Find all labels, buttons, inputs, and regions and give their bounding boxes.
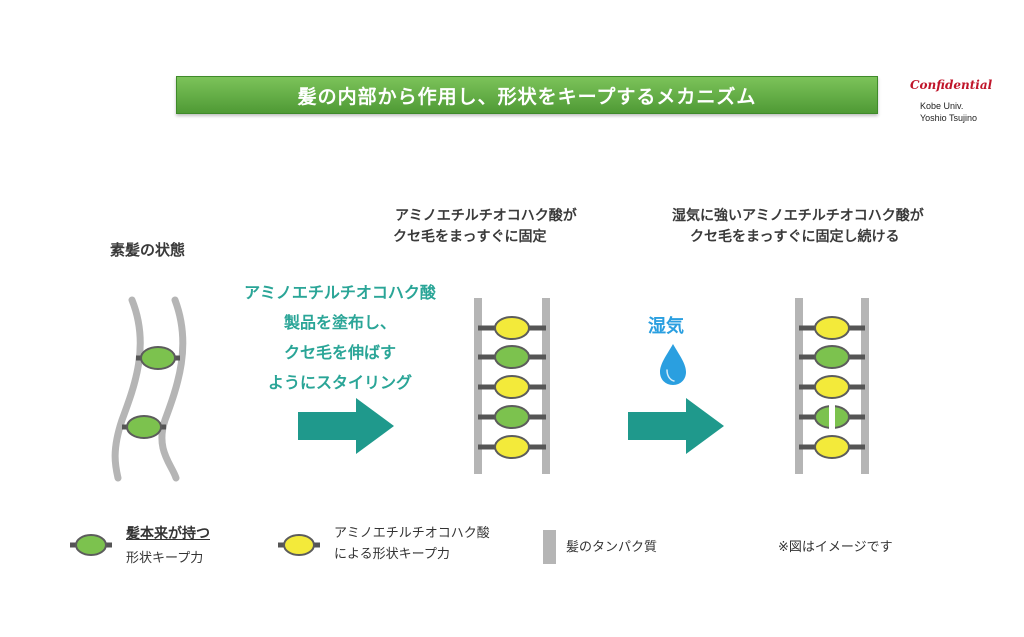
yellow-bond: [494, 316, 530, 340]
stage1-label: 素髪の状態: [110, 241, 186, 259]
legend-gray-symbol: [543, 530, 556, 564]
stage3-hair: [795, 298, 869, 474]
legend-green-bond: [75, 534, 107, 556]
yellow-bond: [814, 316, 850, 340]
confidential-mark: Confidential: [910, 78, 993, 92]
step1-line4: ようにスタイリング: [267, 373, 412, 392]
arrow-1: [298, 398, 394, 454]
yellow-bond: [814, 375, 850, 399]
stage2-label-line2: クセ毛をまっすぐに固定: [393, 229, 547, 245]
legend-yellow-symbol: [278, 534, 320, 556]
org-line-2: Yoshio Tsujino: [920, 113, 978, 123]
legend-gray-label: 髪のタンパク質: [566, 540, 658, 555]
step1-line3: クセ毛を伸ばす: [283, 343, 396, 362]
yellow-bond: [814, 435, 850, 459]
green-bond: [494, 405, 530, 429]
stage2-label-line1: アミノエチルチオコハク酸が: [395, 208, 577, 224]
green-bond: [140, 346, 176, 370]
green-bond: [494, 345, 530, 369]
legend-green-symbol: [70, 534, 112, 556]
stage1-strand-right: [158, 296, 187, 482]
legend-yellow-line1: アミノエチルチオコハク酸: [334, 526, 490, 541]
stage3-label-line1: 湿気に強いアミノエチルチオコハク酸が: [672, 208, 924, 224]
water-drop-icon: [660, 344, 686, 385]
stage3-label-line2: クセ毛をまっすぐに固定し続ける: [690, 229, 900, 245]
image-note: ※図はイメージです: [778, 540, 893, 555]
legend-yellow-bond: [283, 534, 315, 556]
slide-title: 髪の内部から作用し、形状をキープするメカニズム: [176, 76, 878, 114]
step1-line1: アミノエチルチオコハク酸: [244, 283, 436, 302]
stage1-strand-left: [111, 296, 144, 482]
legend-green-line2: 形状キープ力: [126, 551, 204, 566]
yellow-bond: [494, 435, 530, 459]
green-bond: [814, 345, 850, 369]
green-bond: [126, 415, 162, 439]
legend-green-line1: 髪本来が持つ: [126, 526, 210, 542]
stage2-hair: [474, 298, 550, 474]
step1-line2: 製品を塗布し、: [283, 313, 396, 332]
yellow-bond: [494, 375, 530, 399]
step1-description: アミノエチルチオコハク酸 製品を塗布し、 クセ毛を伸ばす ようにスタイリング: [210, 278, 470, 398]
stage1-hair: [111, 296, 187, 482]
org-line-1: Kobe Univ.: [920, 101, 964, 111]
legend-yellow-line2: による形状キープ力: [334, 547, 450, 562]
bond-break-gap: [829, 403, 835, 431]
humidity-label: 湿気: [648, 316, 684, 337]
arrow-2: [628, 398, 724, 454]
water-drop-highlight: [666, 369, 675, 382]
